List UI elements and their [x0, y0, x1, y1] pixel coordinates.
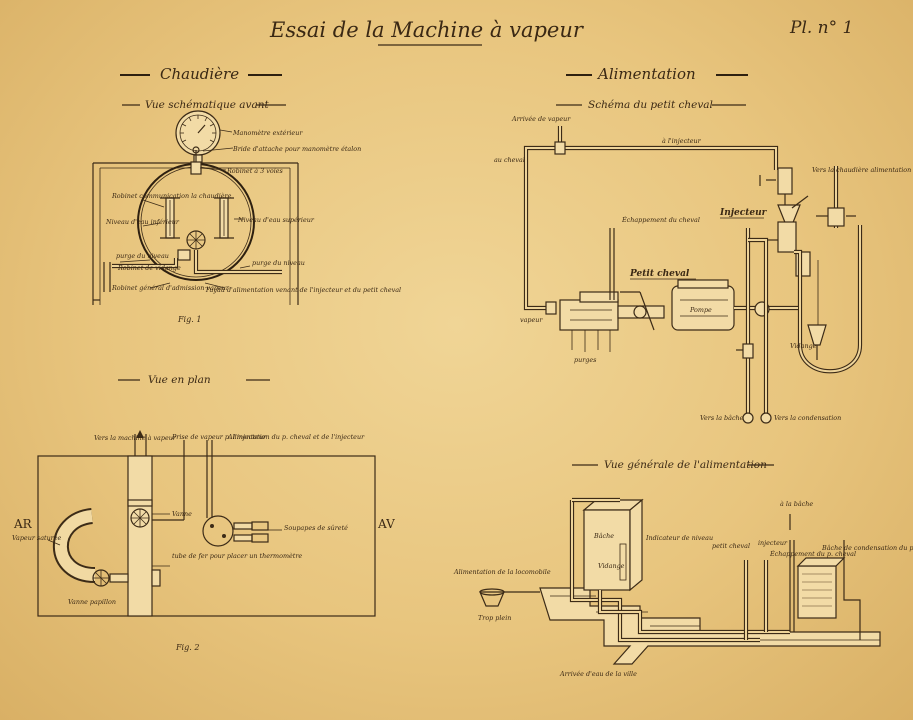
label-trop-plein: Trop plein	[478, 614, 511, 622]
label-vapeur: vapeur	[520, 316, 543, 324]
label-manometre: Manomètre extérieur	[232, 129, 303, 137]
label-alimentation-locomobile: Alimentation de la locomobile	[453, 568, 551, 576]
direction-ar: AR	[13, 517, 33, 531]
label-vapeur-saturee: Vapeur saturée	[12, 534, 62, 542]
label-vidange-fig4: Vidange	[598, 562, 625, 570]
figure-1-boiler-front: Vue schématique avant	[92, 99, 401, 324]
label-bache: Bâche	[593, 532, 614, 540]
label-echappement-cheval: Échappement du cheval	[621, 215, 700, 224]
floor-trench	[539, 587, 881, 665]
label-alimentation: Alimentation du p. cheval et de l'inject…	[227, 433, 365, 441]
label-a-la-bache: à la bâche	[780, 500, 813, 508]
label-au-cheval: au cheval	[494, 156, 525, 164]
label-injecteur: Injecteur	[719, 208, 768, 218]
label-prise-vapeur: Prise de vapeur p. l'injecteur	[171, 433, 267, 441]
pressure-gauge	[175, 110, 221, 164]
butterfly-valve	[92, 569, 161, 587]
label-vers-chaudiere: Vers la chaudière alimentation	[812, 166, 911, 174]
label-robinet-communication: Robinet communication la chaudière	[111, 192, 232, 200]
label-petit-cheval-fig4: petit cheval	[712, 542, 750, 550]
label-niveau-superieur: Niveau d'eau supérieur	[237, 216, 315, 224]
safety-valve-assembly	[202, 515, 269, 547]
section-chaudiere: Chaudière	[120, 65, 282, 83]
label-bache-condensation: Bâche de condensation du p. cheval	[821, 544, 913, 552]
condensation-tank	[796, 540, 861, 640]
fig1-caption: Fig. 1	[177, 315, 201, 324]
fig3-heading: Schéma du petit cheval	[588, 99, 713, 111]
sight-glass-left	[160, 197, 180, 239]
label-soupapes: Soupapes de sûreté	[284, 524, 348, 532]
figure-4-vue-generale: Vue générale de l'alimentation	[453, 459, 913, 678]
sheet-title: Essai de la Machine à vapeur	[269, 18, 585, 42]
valve-wheel-center	[186, 230, 206, 250]
figure-3-petit-cheval: Schéma du petit cheval	[494, 99, 911, 424]
label-indicateur: Indicateur de niveau	[645, 534, 713, 542]
section-alimentation: Alimentation	[566, 65, 748, 83]
label-pompe: Pompe	[689, 306, 712, 314]
label-a-injecteur: à l'injecteur	[662, 137, 702, 145]
label-vidange-fig3: Vidange	[790, 342, 817, 350]
figure-2-plan-view: Vue en plan	[12, 374, 395, 652]
fig2-heading: Vue en plan	[148, 374, 211, 386]
label-purges: purges	[574, 356, 597, 364]
petit-cheval-engine	[559, 291, 665, 331]
pompe	[671, 279, 798, 331]
label-purge-droite: purge du niveau	[252, 259, 305, 267]
section-title-alimentation: Alimentation	[596, 65, 696, 83]
label-vanne: Vanne	[172, 510, 192, 518]
label-niveau-inferieur: Niveau d'eau inférieur	[105, 218, 180, 226]
bache-tank	[582, 498, 644, 592]
label-arrivee-vapeur: Arrivée de vapeur	[511, 115, 571, 123]
sight-glass-right	[214, 197, 234, 239]
label-tube-fer: tube de fer pour placer un thermomètre	[172, 552, 302, 560]
label-purge-gauche: purge du niveau	[116, 252, 169, 260]
fig1-heading: Vue schématique avant	[145, 99, 270, 111]
section-title-chaudiere: Chaudière	[160, 65, 239, 83]
label-petit-cheval: Petit cheval	[629, 269, 690, 279]
fig4-heading: Vue générale de l'alimentation	[604, 459, 767, 471]
injector-assembly	[759, 167, 811, 277]
label-arrivee-eau: Arrivée d'eau de la ville	[559, 670, 637, 678]
label-vers-condensation: Vers la condensation	[774, 414, 841, 422]
label-injecteur-fig4: injecteur	[758, 539, 788, 547]
label-robinet-vidange: Robinet de vidange	[117, 264, 181, 272]
label-echappement-p-cheval: Échappement du p. cheval	[769, 549, 856, 558]
label-vers-machine: Vers la machine à vapeur	[94, 434, 177, 442]
vanne-wheel	[127, 499, 153, 528]
fig2-caption: Fig. 2	[175, 643, 199, 652]
label-vers-bache: Vers la bâche	[700, 414, 744, 422]
label-robinet-3-voies: Robinet à 3 voies	[226, 167, 284, 175]
plate-number: Pl. n° 1	[789, 18, 853, 38]
label-tuyau-alimentation: Tuyau d'alimentation venant de l'injecte…	[205, 286, 401, 294]
label-bride: Bride d'attache pour manomètre étalon	[232, 145, 361, 153]
label-robinet-general: Robinet général d'admission vapeur	[111, 284, 230, 292]
label-vanne-papillon: Vanne papillon	[68, 598, 116, 606]
direction-av: AV	[377, 517, 395, 531]
